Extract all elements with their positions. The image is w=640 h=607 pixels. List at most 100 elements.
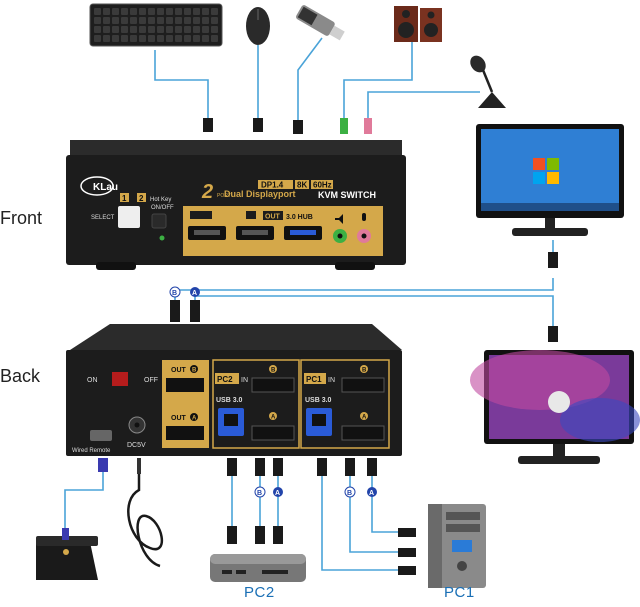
keyboard-key [175, 8, 182, 15]
keyboard-key [130, 35, 137, 42]
pc1-in-label: PC1 [306, 375, 322, 384]
out-b-letter: B [192, 368, 197, 374]
out-b-label: OUT [171, 367, 187, 374]
pc2-in-word: IN [241, 377, 248, 384]
select-label: SELECT [91, 215, 115, 221]
keyboard-key [175, 17, 182, 24]
pc1-tower-icon [428, 504, 486, 588]
mouse-icon [246, 7, 270, 45]
back-label: Back [0, 366, 41, 386]
keyboard-key [175, 35, 182, 42]
pc1-dp-a-port [341, 425, 385, 441]
keyboard-key [148, 8, 155, 15]
wired-remote-icon [36, 528, 98, 580]
keyboard-key [121, 8, 128, 15]
keyboard-key [148, 26, 155, 33]
pc2-usb-label: USB 3.0 [216, 397, 243, 404]
speaker-symbol-icon [335, 214, 343, 224]
keyboard-key [139, 26, 146, 33]
keyboard-key [193, 26, 200, 33]
pc2-marker-a: A [275, 490, 280, 497]
model-sub: PORT [217, 193, 231, 199]
power-switch[interactable] [112, 372, 128, 386]
dc5v-label: DC5V [127, 442, 146, 449]
keyboard-key [166, 17, 173, 24]
pc2-in-label: PC2 [217, 375, 233, 384]
keyboard-key [202, 35, 209, 42]
pc1-a-letter: A [362, 415, 367, 421]
keyboard-key [184, 26, 191, 33]
keyboard-key [202, 26, 209, 33]
keyboard-key [139, 8, 146, 15]
hotkey-button[interactable] [151, 213, 167, 229]
out-a-letter: A [192, 416, 197, 422]
keyboard-key [103, 17, 110, 24]
select-button[interactable] [118, 206, 140, 228]
brand-text: KLau [93, 182, 118, 193]
top-plugs [203, 118, 372, 134]
keyboard-key [184, 8, 191, 15]
badge-8k-bg [295, 180, 309, 189]
keyboard-key [112, 26, 119, 33]
pc1-b-letter: B [362, 368, 367, 374]
keyboard-key [211, 17, 218, 24]
keyboard-key [157, 17, 164, 24]
badge-hz-bg [311, 180, 333, 189]
pc2-dp-a-port [251, 425, 295, 441]
front-label: Front [0, 208, 43, 228]
front-kvm-device: KLau 2 PORT DP1.4 8K 60Hz Dual Displaypo… [66, 140, 406, 270]
keyboard-key [166, 26, 173, 33]
pc2-marker-b: B [257, 490, 262, 497]
badge-8k: 8K [297, 181, 307, 190]
port-number-1: 1 [122, 194, 127, 203]
power-off-label: OFF [144, 377, 158, 384]
brand-logo [80, 176, 114, 196]
power-on-label: ON [87, 377, 98, 384]
monitor2-plug [548, 326, 558, 342]
pc1-label: PC1 [444, 584, 475, 601]
pc1-usb-wire [321, 470, 400, 571]
keyboard-key [121, 26, 128, 33]
badge-dp: DP1.4 [261, 181, 284, 190]
keyboard-key [184, 35, 191, 42]
keyboard-key [157, 26, 164, 33]
keyboard-key [211, 35, 218, 42]
pc-cable-markers: B A B A [254, 486, 377, 498]
speaker-icon [394, 6, 442, 42]
keyboard-key [94, 8, 101, 15]
keyboard-key [94, 35, 101, 42]
keyboard-key [103, 35, 110, 42]
keyboard-key [211, 26, 218, 33]
microphone-icon [470, 55, 506, 108]
onoff-label: ON/OFF [151, 205, 174, 211]
remote-wire [64, 468, 104, 530]
hotkey-label: Hot Key [150, 197, 171, 203]
out-b-dp-port [166, 378, 204, 392]
power-adapter-cable-icon [127, 474, 164, 568]
speaker-wire [343, 42, 413, 122]
wired-remote-port [90, 430, 112, 441]
keyboard-key [184, 17, 191, 24]
out-label: OUT [265, 214, 281, 221]
title-line2: KVM SWITCH [318, 190, 376, 200]
back-kvm-device: ON OFF Wired Remote DC5V OUT B OUT A PC2… [66, 324, 402, 456]
connector-a-top: A [192, 290, 197, 297]
monitor-windows-icon [476, 124, 624, 236]
keyboard-key [103, 8, 110, 15]
title-line1: Dual Displayport [224, 189, 296, 199]
keyboard-key [112, 17, 119, 24]
out-a-label: OUT [171, 415, 187, 422]
keyboard-key [193, 35, 200, 42]
pc1-in-panel [300, 359, 390, 449]
keyboard-key [166, 8, 173, 15]
keyboard-key [94, 26, 101, 33]
keyboard-key [193, 17, 200, 24]
mic-symbol-icon [362, 213, 366, 221]
keyboard-key [112, 8, 119, 15]
usb-stick-wire [297, 37, 323, 122]
keyboard-key [148, 17, 155, 24]
model-number: 2 [201, 181, 213, 203]
keyboard-key [175, 26, 182, 33]
